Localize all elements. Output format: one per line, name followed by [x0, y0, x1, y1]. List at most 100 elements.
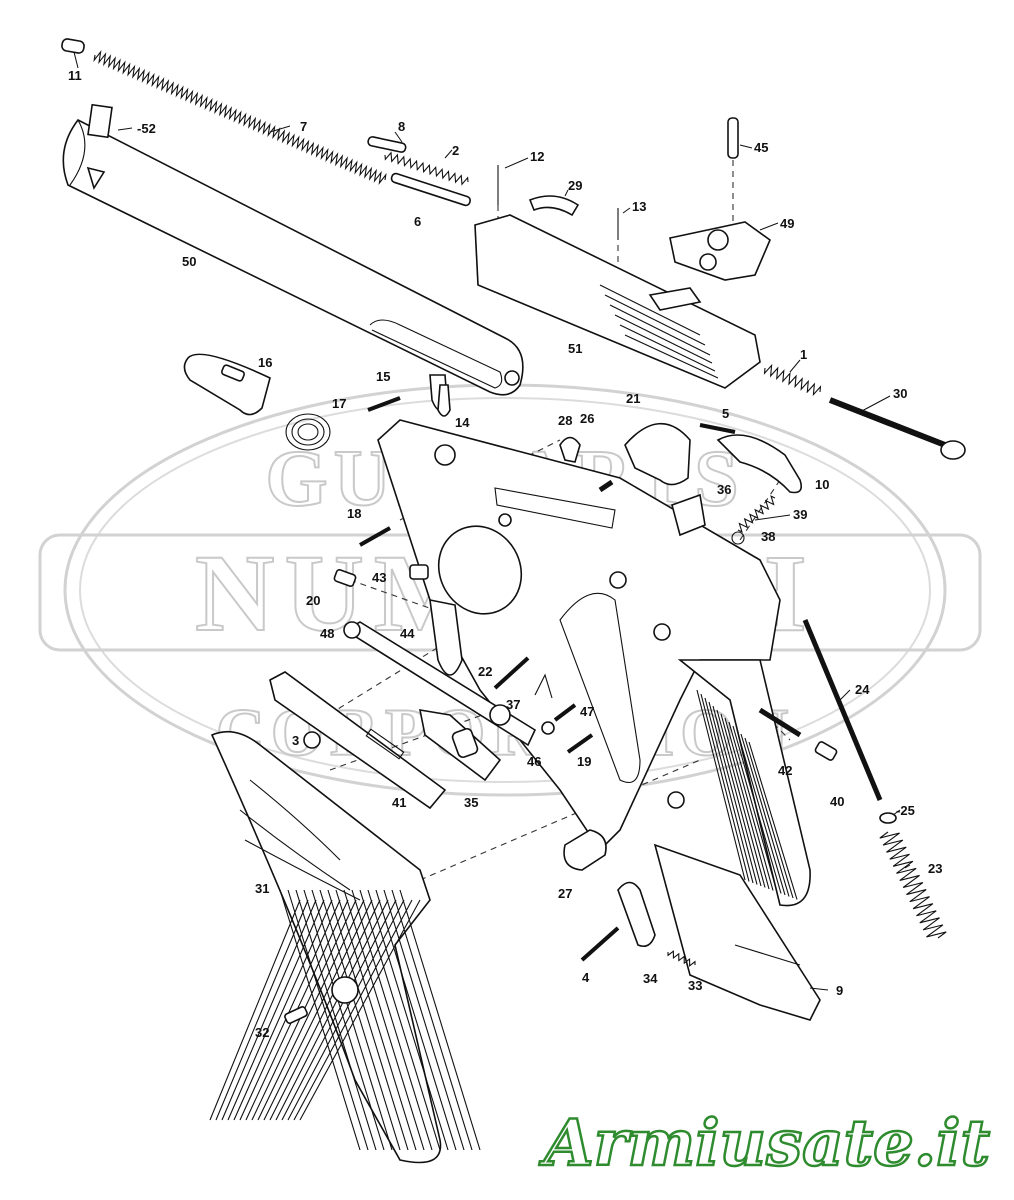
label-14: 14 [455, 415, 470, 430]
part-40-screw [814, 741, 838, 761]
part-9-magazine [653, 843, 821, 1021]
label-40: 40 [830, 794, 844, 809]
label-18: 18 [347, 506, 361, 521]
part-1-spring [763, 363, 822, 397]
label-4: 4 [582, 970, 590, 985]
part-15-pin [367, 396, 401, 412]
part-27-nut [563, 829, 607, 871]
part-11-pin [61, 38, 85, 54]
part-5-pin [699, 423, 736, 434]
part-45-pin [727, 117, 739, 159]
part-21-hammer [624, 422, 691, 486]
label-10: 10 [815, 477, 829, 492]
label-37: 37 [506, 697, 520, 712]
label-28: 28 [558, 413, 572, 428]
part-4-pin [580, 926, 620, 962]
label-1: 1 [800, 347, 807, 362]
part-6-guide-rod [390, 172, 471, 207]
label-3: 3 [292, 733, 299, 748]
label-30: 30 [893, 386, 907, 401]
part-49-rear-sight [669, 221, 771, 281]
leader-lines [73, 51, 911, 991]
part-19-pin [566, 733, 594, 754]
label-6: 6 [414, 214, 421, 229]
part-34-catch [617, 881, 656, 948]
label-50: 50 [182, 254, 196, 269]
label-32: 32 [255, 1025, 269, 1040]
label-45: 45 [754, 140, 768, 155]
part-38-spring [731, 531, 745, 545]
part-43-pin [409, 564, 429, 580]
part-44-trigger [429, 598, 463, 676]
label-46: 46 [527, 754, 541, 769]
label-21: 21 [626, 391, 640, 406]
label-20: 20 [306, 593, 320, 608]
label-36: 36 [717, 482, 731, 497]
part-47-pin [553, 703, 577, 722]
part-22-pin [493, 656, 530, 690]
part-16-bushing [183, 353, 271, 416]
label-24: 24 [855, 682, 870, 697]
frame-grip [677, 659, 811, 907]
part-28-detent [559, 436, 581, 463]
label-2: 2 [452, 143, 459, 158]
part-48-bar [343, 621, 537, 747]
label-35: 35 [464, 795, 478, 810]
part-20-screw [333, 568, 357, 588]
part-25-washer [879, 812, 897, 824]
label-8: 8 [398, 119, 405, 134]
label-39: 39 [793, 507, 807, 522]
label-23: 23 [928, 861, 942, 876]
label-47: 47 [580, 704, 594, 719]
part-24-rod [802, 619, 883, 801]
part-36-block [671, 493, 706, 537]
label-48: 48 [320, 626, 334, 641]
label-31: 31 [255, 881, 269, 896]
label-16: 16 [258, 355, 272, 370]
label-38: 38 [761, 529, 775, 544]
label-42: 42 [778, 763, 792, 778]
part-42-pin [758, 707, 802, 738]
label-5: 5 [722, 406, 729, 421]
part-2-spring [384, 151, 469, 186]
label-33: 33 [688, 978, 702, 993]
part-17-spring [285, 413, 331, 451]
part-30-rod [828, 397, 966, 460]
label-12: 12 [530, 149, 544, 164]
part-50-barrel [62, 103, 524, 411]
label-15: 15 [376, 369, 390, 384]
part-29-clip [528, 195, 580, 217]
part-23-spring [879, 831, 947, 939]
label-49: 49 [780, 216, 794, 231]
label-34: 34 [643, 971, 658, 986]
label-43: 43 [372, 570, 386, 585]
part-37-spring [534, 673, 553, 699]
part-26-pin [598, 479, 614, 493]
label-13: 13 [632, 199, 646, 214]
part-31-grip-panel [209, 730, 481, 1164]
part-32-screw [284, 1006, 308, 1024]
logo-text: Armiusate.it [539, 1106, 990, 1181]
part-51-slide [474, 214, 761, 389]
recoil-spring [93, 49, 387, 186]
part-8-pin [367, 136, 407, 153]
label-22: 22 [478, 664, 492, 679]
part-18-pin [359, 526, 391, 547]
part-labels: 11 7 -52 8 2 6 12 29 13 45 49 50 51 1 30… [68, 68, 942, 1040]
label-7: 7 [300, 119, 307, 134]
part-35-sear [418, 709, 502, 782]
label-11: 11 [68, 68, 82, 83]
part-39-spring [737, 495, 776, 533]
label-9: 9 [836, 983, 843, 998]
part-46-washer [541, 721, 555, 735]
label-25: -25 [896, 803, 915, 818]
label-41: 41 [392, 795, 406, 810]
label-52: -52 [137, 121, 156, 136]
armiusate-logo: Armiusate.it [538, 1105, 991, 1183]
label-51: 51 [568, 341, 582, 356]
label-44: 44 [400, 626, 415, 641]
part-33-spring [667, 950, 696, 967]
label-19: 19 [577, 754, 591, 769]
label-17: 17 [332, 396, 346, 411]
